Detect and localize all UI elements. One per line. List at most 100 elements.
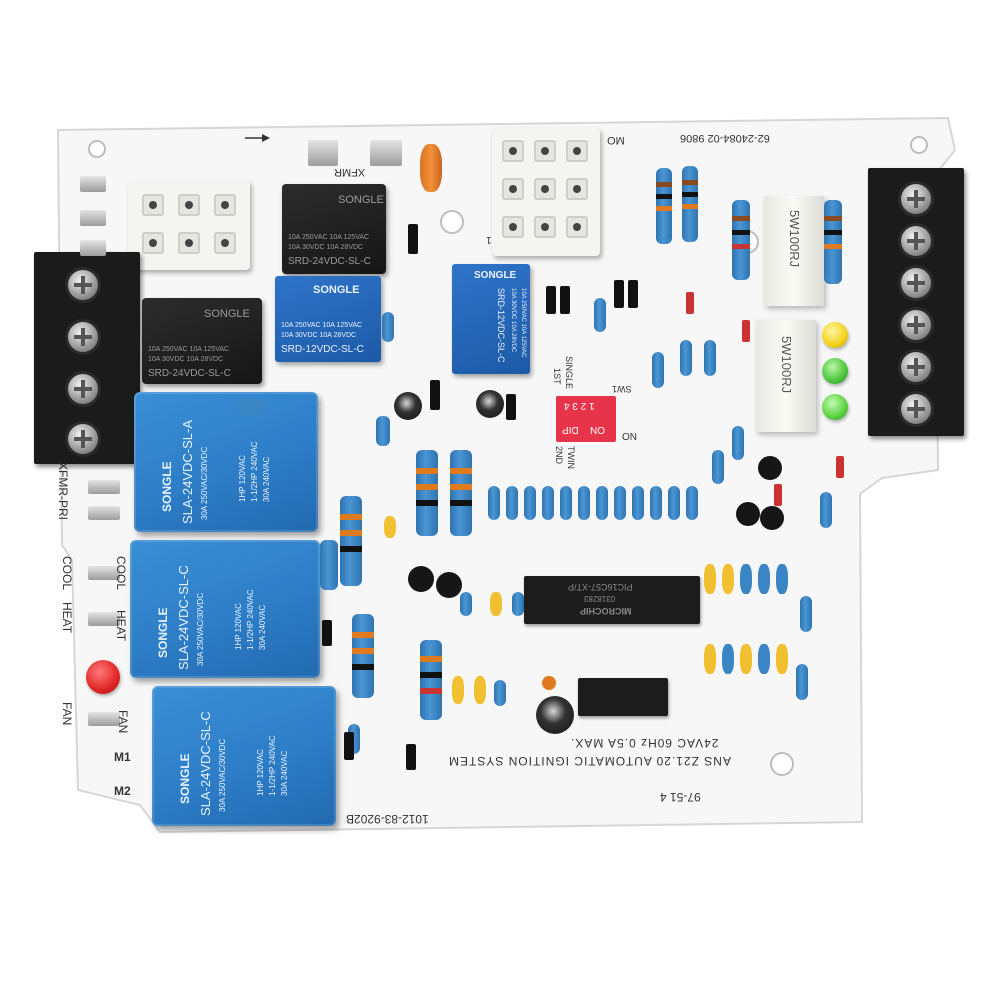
film-capacitor xyxy=(236,398,266,416)
mount-hole xyxy=(440,210,464,234)
relay-brand: SONGLE xyxy=(338,194,384,206)
mcu-brand: MICROCHIP xyxy=(580,606,632,616)
resistor xyxy=(460,592,472,616)
diode xyxy=(406,744,416,770)
terminal-screw[interactable] xyxy=(901,310,931,340)
terminal-screw[interactable] xyxy=(901,394,931,424)
resistor xyxy=(352,614,374,698)
relay-rating: 10A 250VAC 10A 125VAC xyxy=(288,234,370,241)
relay-brand: SONGLE xyxy=(156,607,170,658)
capacitor-row xyxy=(700,560,810,600)
spade-terminal[interactable] xyxy=(88,480,120,494)
relay-model: SRD-24VDC-SL-C xyxy=(288,256,371,267)
part-number-label: 62-24084-02 9806 xyxy=(680,132,770,144)
relay-rating: 30A 250VAC/30VDC xyxy=(218,738,227,812)
transistor xyxy=(760,506,784,530)
resistor xyxy=(450,450,472,536)
resistor xyxy=(652,352,664,388)
terminal-block-right[interactable] xyxy=(868,168,964,436)
resistor xyxy=(712,450,724,484)
terminal-screw[interactable] xyxy=(901,352,931,382)
connector-pin xyxy=(214,232,236,254)
ceramic-capacitor xyxy=(490,592,502,616)
spade-terminal[interactable] xyxy=(370,140,402,166)
relay-brand: SONGLE xyxy=(204,308,250,320)
transistor xyxy=(736,502,760,526)
mcu-part: PIC16C57-XT/P xyxy=(568,582,633,592)
relay-sla-c-bottom: SONGLE SLA-24VDC-SL-C 30A 250VAC/30VDC 1… xyxy=(152,686,336,826)
relay-rating: 1-1/2HP 240VAC xyxy=(246,589,255,650)
resistor-row xyxy=(488,482,714,524)
terminal-screw[interactable] xyxy=(68,374,98,404)
resistor xyxy=(416,450,438,536)
resistor xyxy=(340,496,362,586)
terminal-screw[interactable] xyxy=(68,322,98,352)
resistor xyxy=(732,426,744,460)
diode xyxy=(546,286,556,314)
connector-pin xyxy=(566,216,588,238)
mount-hole xyxy=(770,752,794,776)
spade-terminal[interactable] xyxy=(308,140,338,166)
diode xyxy=(408,224,418,254)
resistor xyxy=(732,200,750,280)
m1-label: M1 xyxy=(114,750,131,764)
spade-terminal[interactable] xyxy=(88,506,120,520)
xfmr-pri-label: XFMR-PRI xyxy=(56,462,70,520)
relay-rating: 30A 250VAC/30VDC xyxy=(196,592,205,666)
terminal-screw[interactable] xyxy=(68,270,98,300)
relay-srd-24v-left: SONGLE 10A 250VAC 10A 125VAC 10A 30VDC 1… xyxy=(142,298,262,384)
spade-terminal[interactable] xyxy=(88,712,120,726)
transistor xyxy=(758,456,782,480)
second-label: 2ND xyxy=(554,446,564,465)
relay-model: SLA-24VDC-SL-A xyxy=(180,419,195,524)
relay-brand: SONGLE xyxy=(178,753,192,804)
terminal-screw[interactable] xyxy=(901,226,931,256)
relay-srd-12v-right: SONGLE 10A 250VAC 10A 125VAC 10A 30VDC 1… xyxy=(452,264,530,374)
relay-brand: SONGLE xyxy=(160,461,174,512)
resistor xyxy=(800,596,812,632)
relay-model: SRD-12VDC-SL-C xyxy=(496,288,506,363)
red-led xyxy=(86,660,120,694)
relay-sla-c-middle: SONGLE SLA-24VDC-SL-C 30A 250VAC/30VDC 1… xyxy=(130,540,320,678)
relay-rating: 10A 250VAC 10A 125VAC xyxy=(281,322,363,329)
power-resistor: 5W100RJ xyxy=(764,196,824,306)
fan-label: FAN xyxy=(60,702,74,726)
relay-model: SRD-12VDC-SL-C xyxy=(281,344,364,355)
connector-pin xyxy=(566,178,588,200)
resistor xyxy=(704,340,716,376)
spade-terminal[interactable] xyxy=(88,566,120,580)
power-resistor: 5W100RJ xyxy=(756,320,816,432)
connector-9pin[interactable] xyxy=(492,128,600,256)
diode xyxy=(628,280,638,308)
connector-6pin[interactable] xyxy=(128,180,250,270)
spade-terminal[interactable] xyxy=(80,240,106,256)
twin-label: TWIN xyxy=(566,446,576,469)
xfmr-top-label: XFMR xyxy=(334,166,366,178)
cool-label: COOL xyxy=(60,556,74,591)
terminal-screw[interactable] xyxy=(68,424,98,454)
diode xyxy=(686,292,694,314)
spade-terminal[interactable] xyxy=(80,176,106,192)
board-model-label: 1012-83-9202B xyxy=(346,812,429,826)
spade-terminal[interactable] xyxy=(88,612,120,626)
capacitor-row xyxy=(700,640,810,680)
relay-sla-a: SONGLE SLA-24VDC-SL-A 30A 250VAC/30VDC 1… xyxy=(134,392,318,532)
terminal-screw[interactable] xyxy=(901,184,931,214)
resistor xyxy=(512,592,524,616)
yellow-led xyxy=(822,322,848,348)
connector-pin xyxy=(534,140,556,162)
spade-terminal[interactable] xyxy=(80,210,106,226)
dip-switch[interactable]: 1 2 3 4 ON DIP xyxy=(556,396,616,442)
electrolytic-capacitor xyxy=(476,390,504,418)
revision-label: 97-51 4 xyxy=(660,790,701,804)
relay-rating: 1HP 120VAC xyxy=(256,749,265,796)
resistor xyxy=(594,298,606,332)
transistor xyxy=(436,572,462,598)
terminal-block-left[interactable] xyxy=(34,252,140,464)
resistor xyxy=(320,540,338,590)
terminal-screw[interactable] xyxy=(901,268,931,298)
relay-rating: 1HP 120VAC xyxy=(238,455,247,502)
fan-right-label: FAN xyxy=(116,710,130,734)
relay-rating: 1-1/2HP 240VAC xyxy=(268,735,277,796)
relay-model: SRD-24VDC-SL-C xyxy=(148,368,231,379)
